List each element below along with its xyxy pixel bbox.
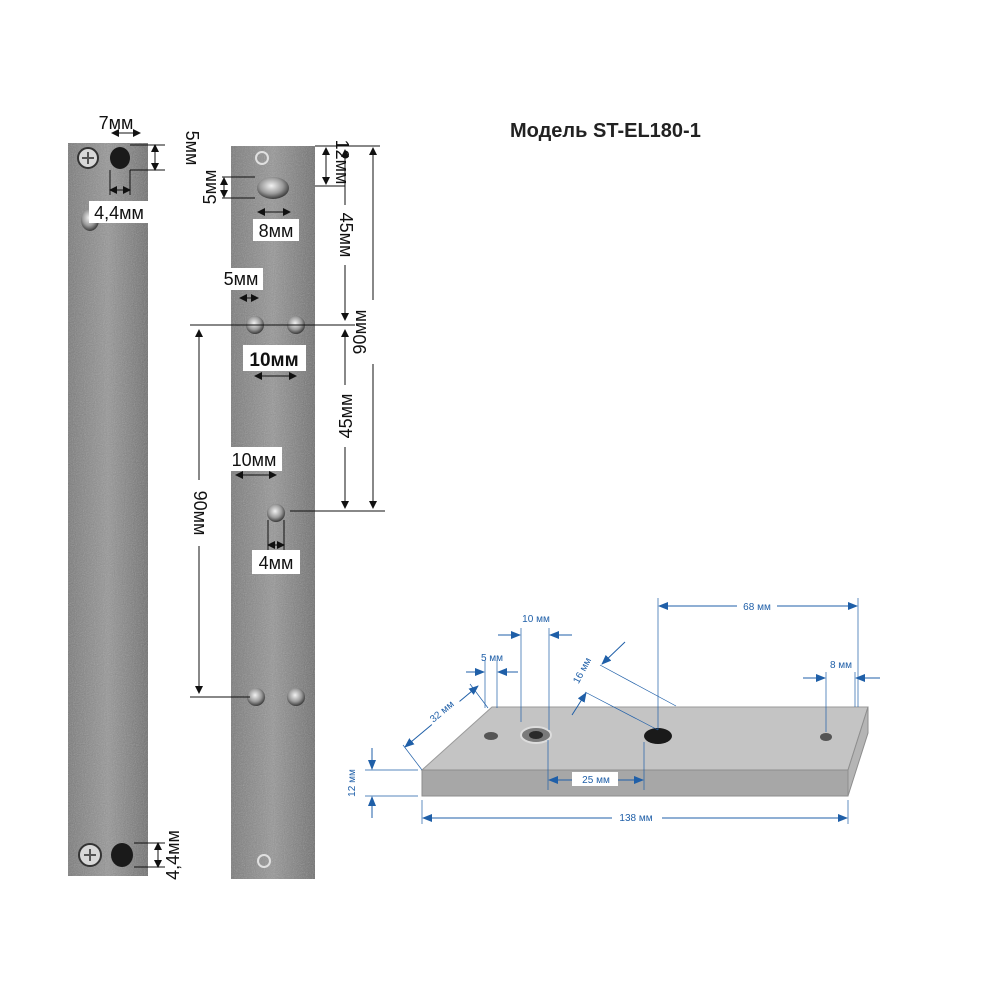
- label-5mm: 5мм: [182, 131, 202, 166]
- label-10mm-b: 10мм: [232, 450, 277, 470]
- label-4-4mm: 4,4мм: [94, 203, 144, 223]
- label-block-16mm: 16 мм: [571, 656, 594, 686]
- label-45mm-lower: 45мм: [336, 394, 356, 439]
- middle-slot: [257, 177, 289, 199]
- label-block-10mm: 10 мм: [522, 614, 550, 625]
- label-7mm: 7мм: [99, 113, 134, 133]
- dim-16mm-bottom-arrow: [571, 692, 587, 716]
- label-45mm-upper: 45мм: [336, 213, 356, 258]
- label-block-25mm: 25 мм: [582, 775, 610, 786]
- label-8mm: 8мм: [259, 221, 294, 241]
- model-title: Модель ST-EL180-1: [510, 120, 701, 142]
- block-hole-8: [820, 733, 832, 741]
- label-12mm: 12мм: [332, 140, 352, 185]
- middle-hole-center: [267, 504, 285, 522]
- label-block-68mm: 68 мм: [743, 602, 771, 613]
- middle-top-hole: [255, 151, 269, 165]
- label-block-138mm: 138 мм: [619, 813, 652, 824]
- block-hole-5: [484, 732, 498, 740]
- label-4mm: 4мм: [259, 553, 294, 573]
- dim-16mm-top-arrow: [601, 641, 626, 665]
- block-hole-16: [644, 728, 672, 744]
- left-hole-top: [110, 147, 130, 169]
- middle-plate: [231, 146, 315, 879]
- middle-hole-b1: [247, 688, 265, 706]
- label-bottom-4-4mm: 4,4мм: [163, 830, 183, 880]
- label-block-5mm: 5 мм: [481, 653, 503, 664]
- block-side-face: [847, 706, 869, 797]
- label-hole-5mm: 5мм: [224, 269, 259, 289]
- label-90mm-right: 90мм: [350, 310, 370, 355]
- label-10mm-a: 10мм: [249, 350, 298, 371]
- middle-bottom-hole: [257, 854, 271, 868]
- middle-hole-b2: [287, 688, 305, 706]
- label-block-8mm: 8 мм: [830, 660, 852, 671]
- label-90mm-left: 90мм: [190, 491, 210, 536]
- left-hole-bottom: [111, 843, 133, 867]
- left-plate: [68, 143, 148, 876]
- block-3d: [420, 706, 869, 797]
- left-dimensions: [109, 129, 165, 868]
- label-block-12mm: 12 мм: [347, 769, 358, 797]
- label-slot-5mm: 5мм: [200, 170, 220, 205]
- block-front-face: [421, 769, 849, 797]
